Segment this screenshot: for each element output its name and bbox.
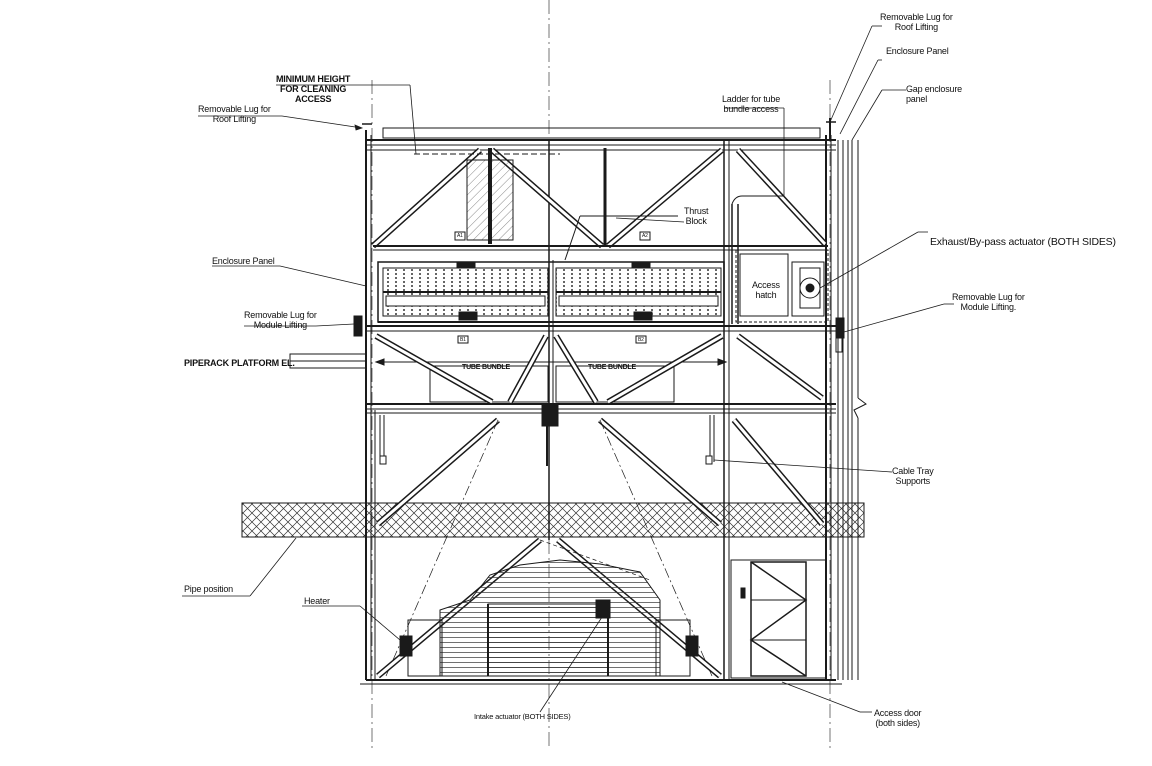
access-door-frame — [730, 559, 827, 679]
label-enclosure-panel-left: Enclosure Panel — [212, 256, 275, 266]
label-removable-lug-roof-left: Removable Lug for Roof Lifting — [198, 104, 271, 124]
label-tube-bundle-right: TUBE BUNDLE — [588, 364, 636, 371]
piperack-platform — [289, 353, 367, 369]
label-access-hatch: Access hatch — [752, 280, 780, 300]
heater-unit — [399, 559, 699, 677]
label-cable-tray-supports: Cable Tray Supports — [892, 466, 934, 486]
label-removable-lug-module-left: Removable Lug for Module Lifting — [244, 310, 317, 330]
tube-bundle-module — [366, 215, 836, 344]
label-enclosure-panel-top: Enclosure Panel — [886, 46, 949, 56]
label-gap-enclosure-panel: Gap enclosure panel — [906, 84, 962, 104]
label-ladder-tube-bundle: Ladder for tube bundle access — [722, 94, 781, 114]
label-access-door: Access door (both sides) — [874, 708, 922, 728]
module-lifting-lugs — [353, 315, 845, 353]
label-pipe-position: Pipe position — [184, 584, 233, 594]
label-exhaust-bypass-actuator: Exhaust/By-pass actuator (BOTH SIDES) — [930, 236, 1116, 248]
label-tube-bundle-left: TUBE BUNDLE — [462, 364, 510, 371]
label-intake-actuator: Intake actuator (BOTH SIDES) — [474, 712, 571, 721]
label-piperack-platform: PIPERACK PLATFORM EL. — [184, 358, 295, 368]
tag-b2: B2 — [638, 337, 644, 343]
leader-lines — [182, 25, 954, 713]
tag-b1: B1 — [460, 337, 466, 343]
label-min-height-cleaning: MINIMUM HEIGHT FOR CLEANING ACCESS — [276, 74, 351, 104]
label-removable-lug-roof-right: Removable Lug for Roof Lifting — [880, 12, 953, 32]
tag-a1: A1 — [457, 233, 463, 239]
ladder — [731, 195, 784, 324]
roof-structure — [362, 118, 836, 251]
label-heater: Heater — [304, 596, 330, 606]
label-removable-lug-module-right: Removable Lug for Module Lifting. — [952, 292, 1025, 312]
access-hatch-box — [735, 249, 829, 323]
middle-frame — [366, 333, 836, 466]
pipe-band — [241, 502, 865, 538]
structure-columns — [365, 80, 867, 750]
label-thrust-block: Thrust Block — [684, 206, 709, 226]
tag-a2: A2 — [642, 233, 648, 239]
